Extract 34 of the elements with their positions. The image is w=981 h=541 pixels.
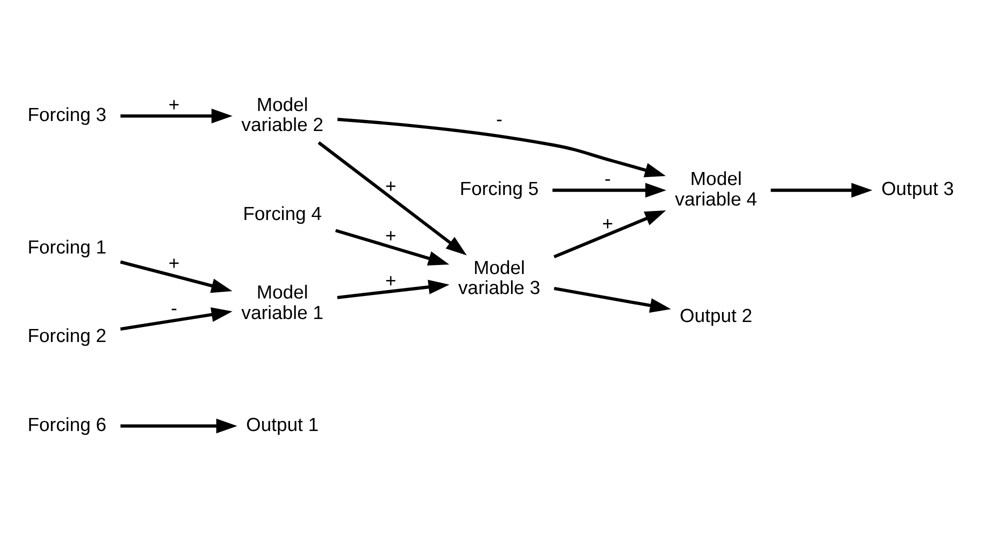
node-text: Model variable 4 (675, 168, 758, 210)
arrow (335, 228, 450, 265)
node-text: Forcing 5 (460, 178, 539, 200)
edge-label: + (168, 252, 180, 274)
node-text: Forcing 4 (242, 203, 322, 224)
arrow (337, 279, 450, 299)
edge-label: + (385, 225, 396, 246)
arrow (120, 418, 238, 433)
node-text: Forcing 2 (28, 326, 106, 347)
arrow (318, 140, 467, 255)
node-text: Model variable 1 (241, 282, 324, 324)
node-text: Model variable 2 (241, 94, 324, 136)
arrow (120, 306, 232, 330)
edge-label: - (604, 168, 611, 190)
arrow (770, 182, 872, 198)
arrow (554, 286, 671, 312)
node-text: Model variable 3 (458, 257, 540, 299)
edge-label: - (496, 108, 502, 130)
node-text: Forcing 6 (28, 414, 106, 436)
arrow (337, 117, 666, 177)
node-text: Forcing 3 (28, 104, 106, 126)
edge-label: - (170, 298, 178, 320)
node-text: Output 3 (881, 178, 954, 200)
edge-label: + (385, 176, 396, 197)
arrow (120, 108, 232, 123)
node-text: Output 2 (680, 305, 752, 326)
node-text: Output 1 (246, 414, 319, 436)
arrow (552, 182, 666, 198)
edge-label: + (602, 214, 614, 235)
edge-label: + (385, 270, 396, 292)
arrow (554, 210, 666, 258)
edge-label: + (168, 94, 180, 116)
node-text: Forcing 1 (28, 236, 106, 258)
arrow (120, 260, 232, 292)
